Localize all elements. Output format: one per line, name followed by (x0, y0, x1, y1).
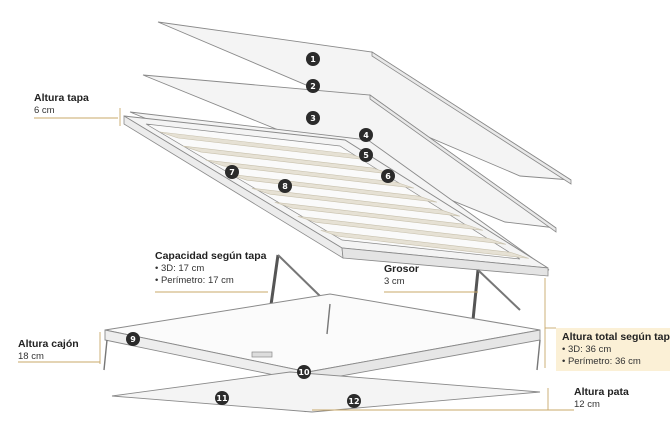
callout-11: 11 (215, 391, 229, 405)
altura-total-item-3d: • 3D: 36 cm (562, 344, 612, 355)
slat (205, 159, 415, 189)
layer-1-edge (371, 51, 572, 185)
callout-12: 12 (347, 394, 361, 408)
grosor-value: 3 cm (384, 276, 405, 287)
altura-pata-title: Altura pata (574, 386, 629, 398)
callout-circle (297, 365, 311, 379)
callout-circle (359, 148, 373, 162)
callout-circle (126, 332, 140, 346)
label-altura-pata: Altura pata 12 cm (574, 386, 629, 410)
callout-2: 2 (306, 79, 320, 93)
callout-4: 4 (359, 128, 373, 142)
callout-number: 10 (298, 368, 310, 377)
label-grosor: Grosor 3 cm (384, 263, 419, 287)
callout-number: 11 (216, 394, 228, 403)
base-face (111, 371, 541, 413)
callout-number: 3 (310, 114, 316, 123)
altura-total-title: Altura total según tapa (562, 331, 670, 343)
callout-circle (306, 79, 320, 93)
callout-number: 1 (310, 55, 316, 64)
altura-tapa-title: Altura tapa (34, 92, 89, 104)
altura-pata-value: 12 cm (574, 399, 600, 410)
box-handle (251, 351, 273, 358)
leg (103, 339, 108, 371)
gas-piston (268, 254, 280, 313)
altura-cajon-value: 18 cm (18, 351, 44, 362)
callout-number: 4 (363, 131, 369, 140)
callout-circle (306, 52, 320, 66)
label-capacidad-tapa: Capacidad según tapa • 3D: 17 cm • Perím… (155, 250, 266, 286)
callout-9: 9 (126, 332, 140, 346)
callout-circle (359, 128, 373, 142)
callout-7: 7 (225, 165, 239, 179)
layer-2-edge (369, 94, 557, 233)
bed-parts (103, 21, 572, 413)
capacidad-item-3d: • 3D: 17 cm (155, 263, 205, 274)
leg (536, 339, 541, 371)
lift-arm (477, 269, 521, 311)
storage-box (103, 293, 541, 413)
altura-cajon-title: Altura cajón (18, 338, 79, 350)
callout-circle (225, 165, 239, 179)
callout-1: 1 (306, 52, 320, 66)
label-altura-total: Altura total según tapa • 3D: 36 cm • Pe… (556, 328, 670, 371)
lid-inner (145, 123, 521, 260)
callout-number: 2 (310, 82, 316, 91)
callout-circle (215, 391, 229, 405)
dimension-leader-lines (18, 108, 574, 411)
label-altura-tapa: Altura tapa 6 cm (34, 92, 89, 116)
callout-5: 5 (359, 148, 373, 162)
leg (326, 303, 331, 335)
altura-tapa-value: 6 cm (34, 105, 55, 116)
lid-front (341, 247, 549, 277)
lift-mechanisms (268, 254, 521, 321)
callout-8: 8 (278, 179, 292, 193)
callout-circle (306, 111, 320, 125)
callout-circle (381, 169, 395, 183)
callout-number: 12 (348, 397, 359, 406)
callout-circle (347, 394, 361, 408)
lift-arm (277, 254, 323, 299)
label-altura-cajon: Altura cajón 18 cm (18, 338, 79, 362)
callout-number: 9 (130, 335, 136, 344)
slat (251, 187, 460, 217)
altura-total-item-perimetro: • Perímetro: 36 cm (562, 356, 641, 367)
capacidad-title: Capacidad según tapa (155, 250, 267, 262)
callout-number: 8 (282, 182, 288, 191)
callout-number: 7 (229, 168, 235, 177)
gas-piston (471, 269, 480, 321)
slat (297, 216, 506, 245)
slat (274, 201, 483, 231)
callout-3: 3 (306, 111, 320, 125)
base-board (111, 371, 541, 413)
callout-number: 5 (363, 151, 369, 160)
callout-number: 6 (385, 172, 391, 181)
grosor-title: Grosor (384, 263, 420, 275)
callout-10: 10 (297, 365, 311, 379)
callout-6: 6 (381, 169, 395, 183)
callout-circle (278, 179, 292, 193)
capacidad-item-perimetro: • Perímetro: 17 cm (155, 275, 234, 286)
slat (320, 230, 529, 259)
